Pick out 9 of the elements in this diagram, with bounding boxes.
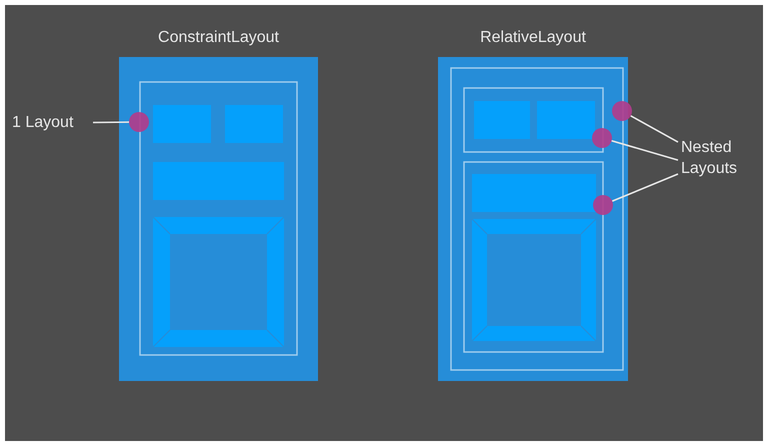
callout-label: 1 Layout bbox=[12, 112, 90, 133]
marker-dot bbox=[593, 195, 613, 215]
leader-line bbox=[630, 115, 678, 143]
marker-dot bbox=[592, 128, 612, 148]
callout-label: Nested Layouts bbox=[681, 137, 753, 179]
panel-title: RelativeLayout bbox=[479, 28, 587, 48]
panel-title: ConstraintLayout bbox=[157, 28, 280, 48]
leader-line bbox=[93, 121, 129, 124]
marker-dot bbox=[129, 112, 149, 132]
